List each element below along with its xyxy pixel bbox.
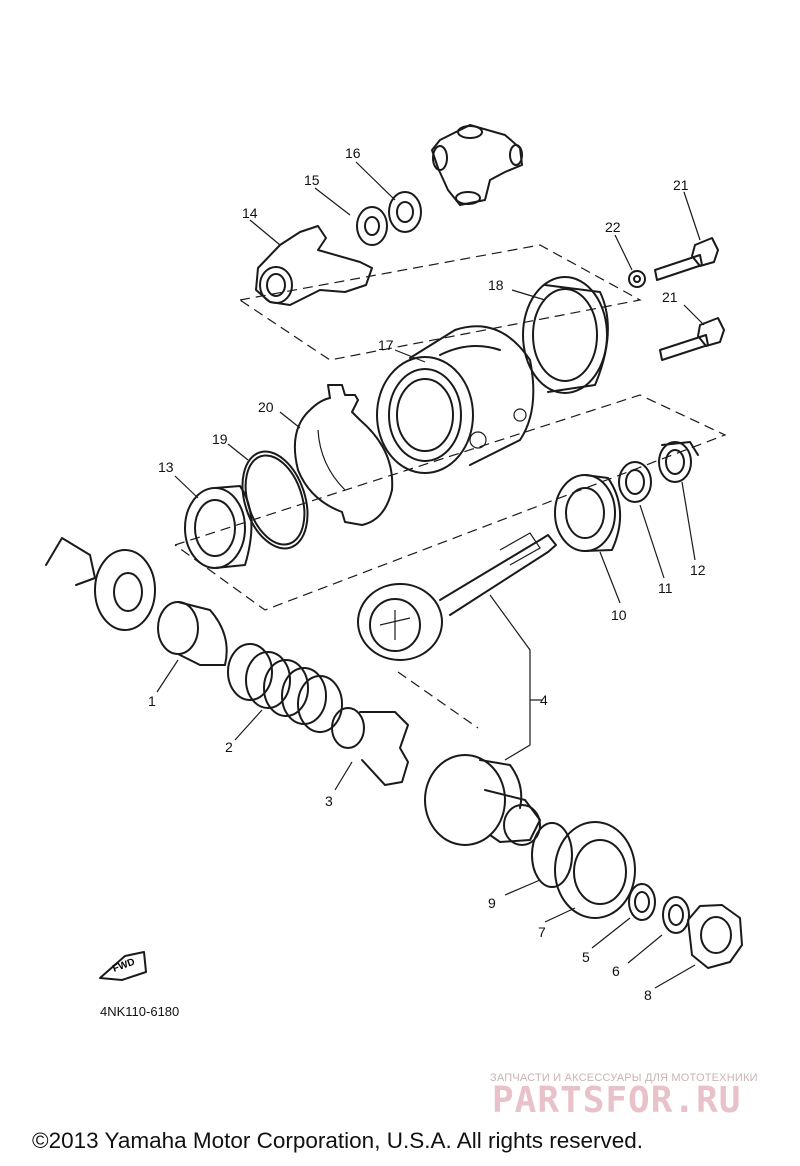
part-21-bolt-upper (654, 237, 719, 281)
callout-16: 16 (345, 145, 361, 161)
part-4-ring-gear (424, 754, 541, 846)
callout-14: 14 (242, 205, 258, 221)
part-22-washer (628, 270, 646, 288)
callout-21-lower: 21 (662, 289, 678, 305)
part-11-shim (618, 461, 652, 503)
part-20-shim (293, 384, 394, 526)
part-17-main-housing (376, 325, 535, 474)
part-10-bearing (554, 474, 622, 552)
input-shaft-stub (45, 537, 96, 586)
callout-12: 12 (690, 562, 706, 578)
callout-1: 1 (148, 693, 156, 709)
copyright-notice: ©2013 Yamaha Motor Corporation, U.S.A. A… (32, 1128, 644, 1153)
part-18-bearing-housing (522, 276, 609, 394)
assembly-frame-upper (239, 244, 642, 361)
callout-20: 20 (258, 399, 274, 415)
callout-8: 8 (644, 987, 652, 1003)
callout-2: 2 (225, 739, 233, 755)
callout-19: 19 (212, 431, 228, 447)
part-13-bearing (184, 485, 253, 569)
assembly-frame-gear-link (397, 671, 479, 729)
callout-4: 4 (540, 692, 548, 708)
callout-18: 18 (488, 277, 504, 293)
part-12-collar (658, 441, 699, 483)
part-6-lock-washer (662, 896, 690, 934)
part-8-nut (687, 904, 743, 969)
part-9-shim (531, 822, 573, 888)
part-4-pinion-gear (357, 583, 443, 661)
fwd-label: FWD (111, 957, 136, 975)
universal-joint-cross (431, 124, 523, 206)
callout-5: 5 (582, 949, 590, 965)
fwd-arrow-icon: FWD (99, 951, 147, 981)
part-14-yoke (255, 225, 373, 306)
watermark-tagline: ЗАПЧАСТИ И АКСЕССУАРЫ ДЛЯ МОТОТЕХНИКИ (490, 1072, 758, 1084)
input-bearing (94, 549, 156, 631)
watermark-logo: PARTSFOR.RU (492, 1080, 742, 1121)
part-5-washer (628, 883, 656, 921)
callout-21-upper: 21 (673, 177, 689, 193)
leader-lines (156, 161, 705, 989)
part-21-bolt-lower (659, 317, 725, 361)
part-15-washer (356, 206, 388, 246)
callout-17: 17 (378, 337, 394, 353)
callout-15: 15 (304, 172, 320, 188)
callout-13: 13 (158, 459, 174, 475)
part-1-collar (157, 601, 228, 666)
part-4-pinion-shaft (439, 532, 557, 616)
callout-6: 6 (612, 963, 620, 979)
callout-11: 11 (658, 580, 673, 596)
part-7-bearing (554, 821, 636, 919)
part-16-nut (388, 191, 422, 233)
part-3-coupling (331, 707, 409, 786)
callout-9: 9 (488, 895, 496, 911)
callout-7: 7 (538, 924, 546, 940)
part-2-spring (227, 643, 343, 733)
assembly-frame-middle (174, 394, 727, 611)
callout-22: 22 (605, 219, 621, 235)
callout-3: 3 (325, 793, 333, 809)
callout-10: 10 (611, 607, 627, 623)
diagram-code: 4NK110-6180 (100, 1004, 180, 1019)
